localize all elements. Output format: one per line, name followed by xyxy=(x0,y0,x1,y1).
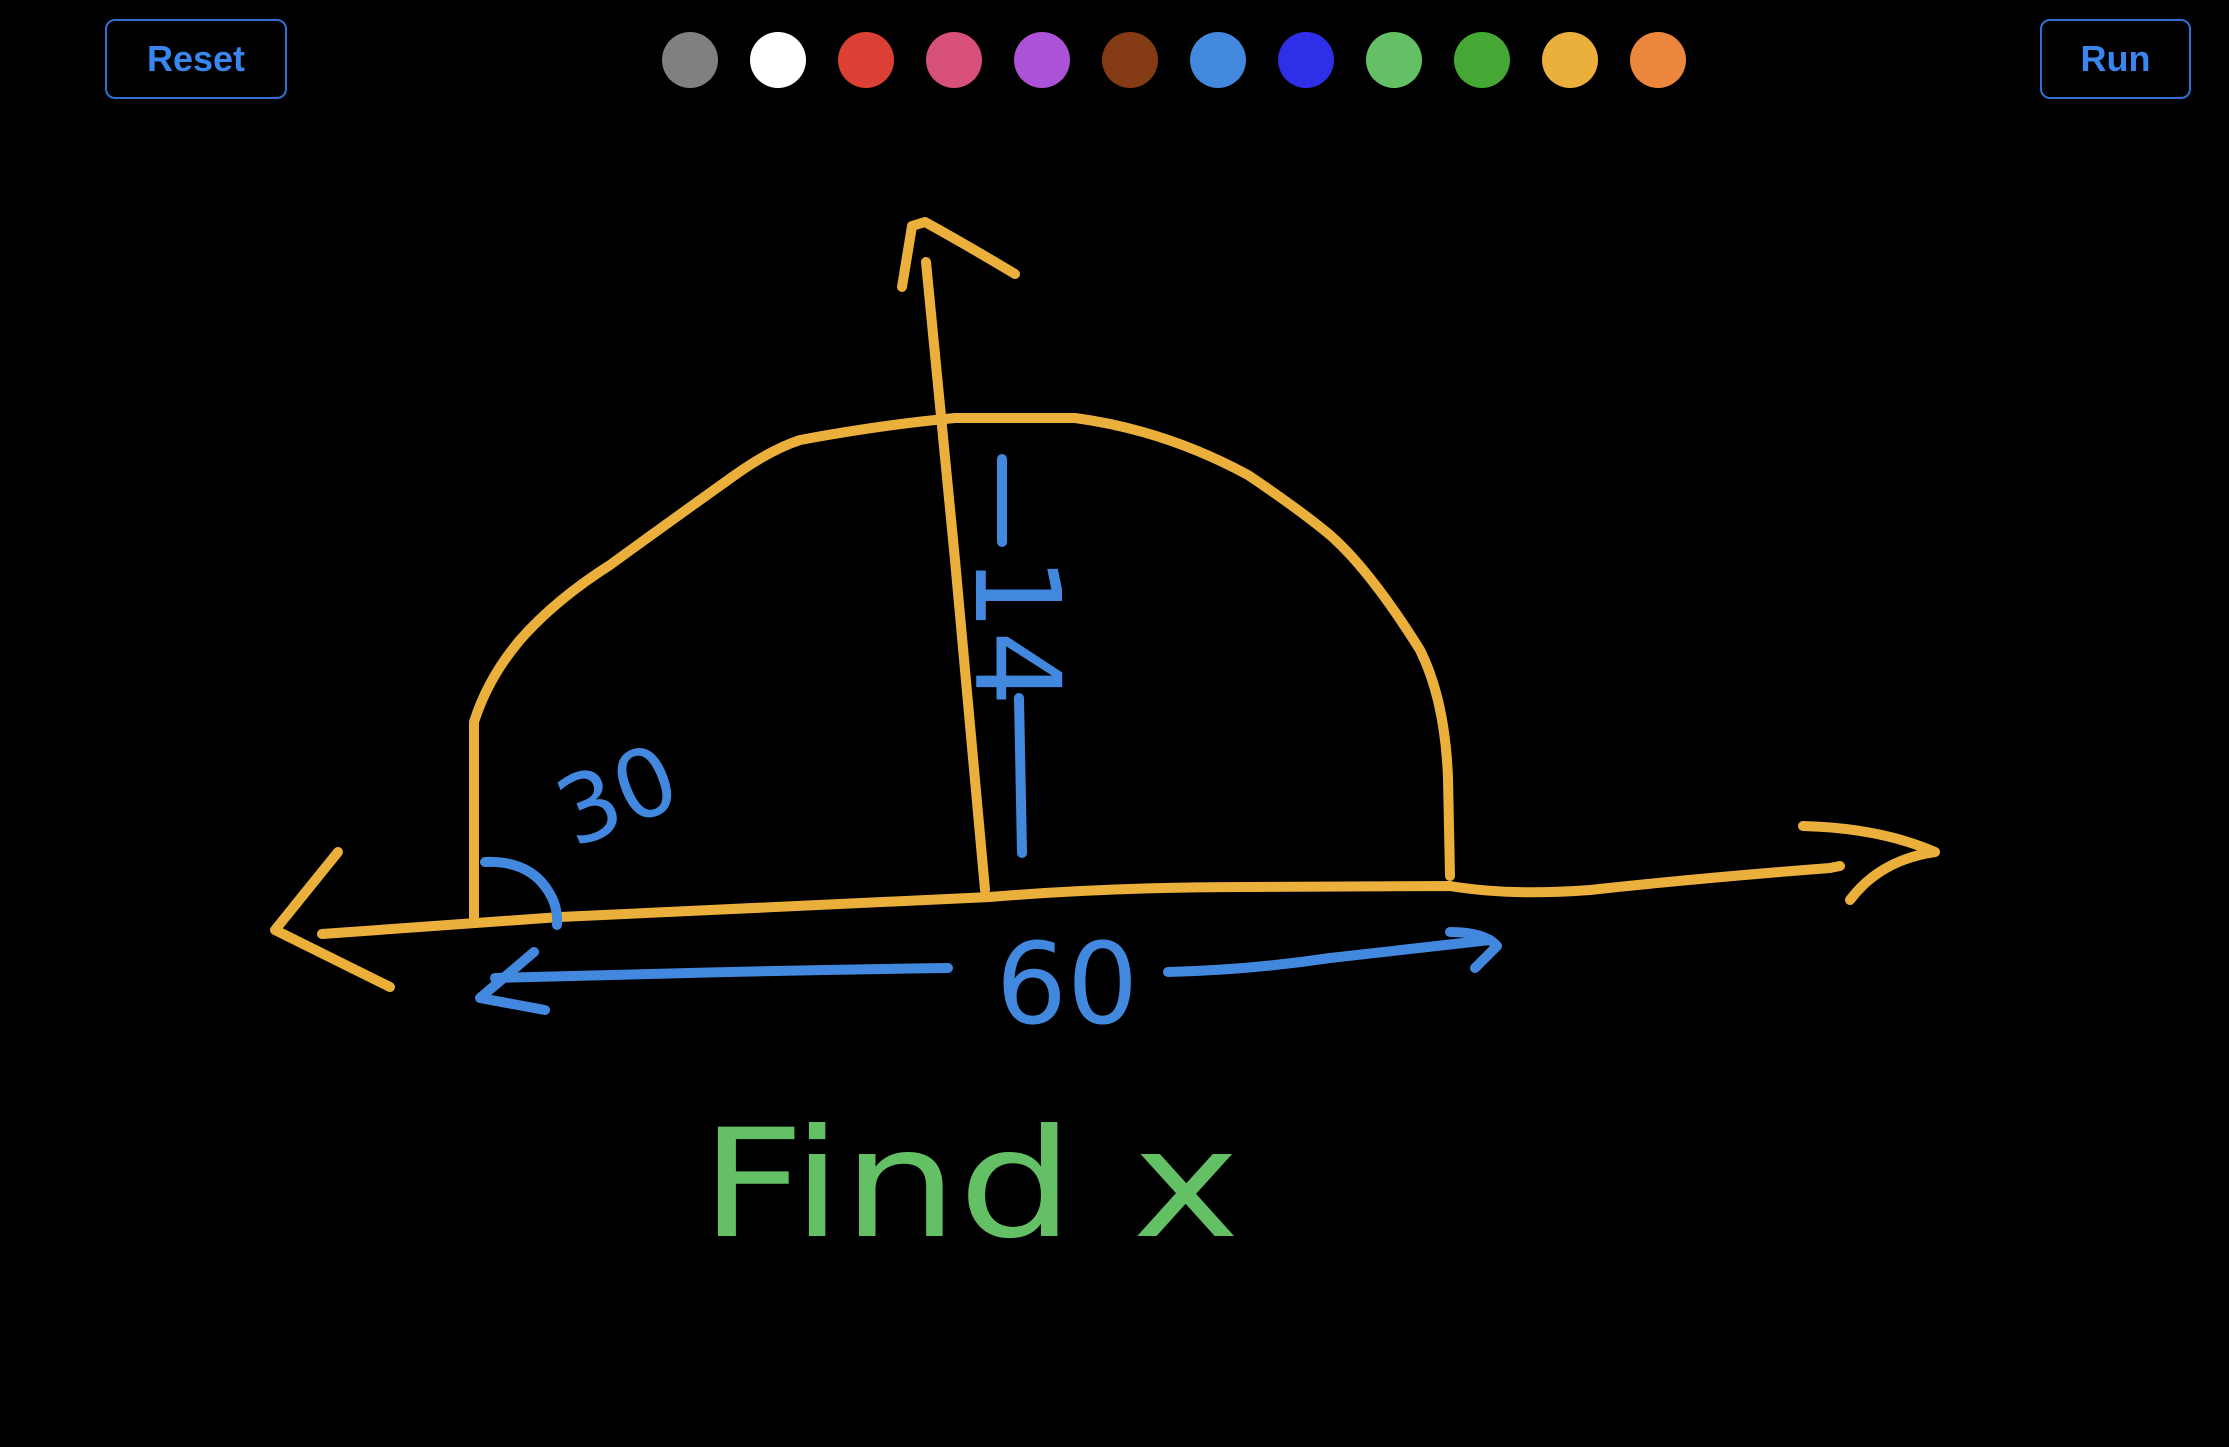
height-label: 14 xyxy=(948,556,1086,706)
base-arrow-right-head xyxy=(1445,927,1502,973)
angle-arc xyxy=(480,856,563,930)
color-palette xyxy=(662,32,1686,88)
angle-label: 30 xyxy=(542,723,694,869)
reset-button[interactable]: Reset xyxy=(105,19,287,99)
color-swatch-brown[interactable] xyxy=(1102,32,1158,88)
color-swatch-light-blue[interactable] xyxy=(1190,32,1246,88)
horizontal-axis-line xyxy=(317,861,1845,939)
vertical-axis-line xyxy=(921,257,990,895)
color-swatch-purple[interactable] xyxy=(1014,32,1070,88)
run-button[interactable]: Run xyxy=(2040,19,2191,99)
color-swatch-orange[interactable] xyxy=(1630,32,1686,88)
color-swatch-light-green[interactable] xyxy=(1366,32,1422,88)
question-label: Find x xyxy=(700,1098,1240,1272)
base-arrow-left-head xyxy=(475,947,550,1015)
dome-curve xyxy=(469,413,1455,924)
color-swatch-pink[interactable] xyxy=(926,32,982,88)
color-swatch-yellow[interactable] xyxy=(1542,32,1598,88)
color-swatch-blue[interactable] xyxy=(1278,32,1334,88)
left-arrowhead xyxy=(270,847,395,992)
top-arrowhead xyxy=(897,217,1020,292)
color-swatch-green[interactable] xyxy=(1454,32,1510,88)
base-arrow-right-line xyxy=(1163,935,1495,977)
right-arrowhead xyxy=(1798,821,1940,905)
color-swatch-white[interactable] xyxy=(750,32,806,88)
measurement-strokes xyxy=(475,454,1502,1015)
height-line-lower xyxy=(1014,693,1027,858)
base-arrow-left-line xyxy=(490,963,953,983)
color-swatch-gray[interactable] xyxy=(662,32,718,88)
figure-strokes xyxy=(270,217,1940,992)
base-label: 60 xyxy=(996,920,1139,1050)
color-swatch-red[interactable] xyxy=(838,32,894,88)
